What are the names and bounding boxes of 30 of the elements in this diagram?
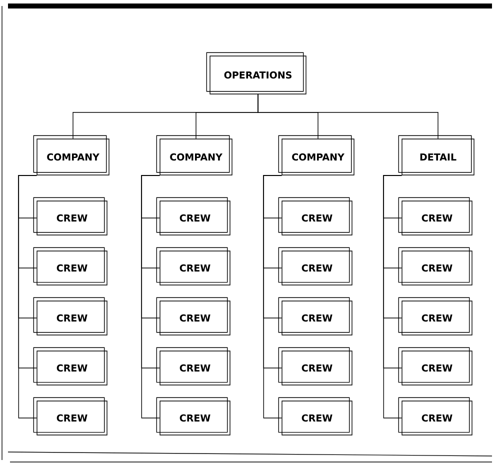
connector-line <box>258 94 438 139</box>
crew-box: CREW <box>33 347 108 386</box>
top-box: OPERATIONS <box>206 52 306 94</box>
crew-box: CREW <box>156 197 230 236</box>
crew-box: CREW <box>398 247 472 286</box>
crew-box: CREW <box>398 397 472 436</box>
unit-box: COMPANY <box>156 135 232 176</box>
crew-box: CREW <box>33 297 108 336</box>
connector-line <box>141 175 160 418</box>
crew-box: CREW <box>398 197 472 236</box>
crew-box: CREW <box>398 297 472 336</box>
crew-box: CREW <box>33 397 108 436</box>
crew-box: CREW <box>278 397 352 436</box>
connector-line <box>383 175 402 418</box>
crew-box: CREW <box>278 247 352 286</box>
crew-box: CREW <box>398 347 472 386</box>
crew-box: CREW <box>156 297 230 336</box>
unit-box: DETAIL <box>398 135 474 176</box>
crew-box: CREW <box>156 247 230 286</box>
crew-box: CREW <box>33 197 108 236</box>
connector-line <box>18 175 37 418</box>
unit-box: COMPANY <box>278 135 354 176</box>
crew-box: CREW <box>33 247 108 286</box>
crew-box: CREW <box>278 297 352 336</box>
crew-box: CREW <box>278 347 352 386</box>
crew-box: CREW <box>278 197 352 236</box>
unit-box: COMPANY <box>33 135 110 176</box>
crew-box: CREW <box>156 347 230 386</box>
crew-box: CREW <box>156 397 230 436</box>
connector-line <box>263 175 282 418</box>
